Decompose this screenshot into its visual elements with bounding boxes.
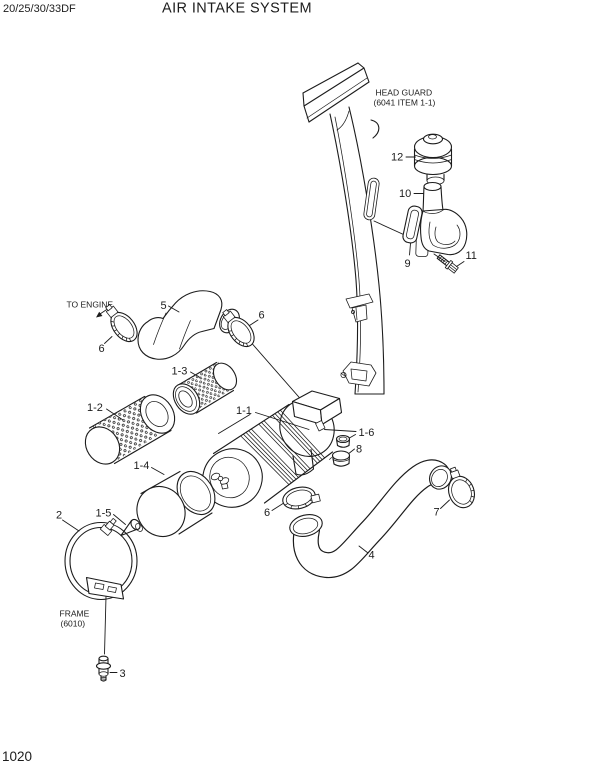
- hose-clamp-6-bottom: [271, 486, 321, 511]
- callout-9: 9: [405, 258, 411, 270]
- leader-line: [456, 261, 465, 267]
- leader-line: [151, 467, 165, 475]
- leader-line: [440, 499, 450, 509]
- leader-line: [62, 519, 80, 532]
- hose-clamp-6-left: [104, 304, 138, 344]
- leader-line: [249, 319, 259, 326]
- mounting-bolt-11: [433, 253, 465, 274]
- callout-10: 10: [399, 188, 411, 200]
- leader-line: [271, 503, 284, 511]
- mount-rubber-8: [329, 448, 355, 467]
- outlet-stub: [292, 448, 315, 475]
- frame-note-line1: FRAME: [60, 609, 90, 619]
- callout-11: 11: [466, 250, 477, 262]
- band-bolt: [99, 517, 117, 536]
- pre-cleaner-12: [405, 133, 453, 185]
- to-engine-label: TO ENGINE: [67, 300, 114, 310]
- leader-line: [255, 412, 310, 430]
- filter-element-inner-1-3: [172, 361, 238, 415]
- callout-8: 8: [356, 444, 362, 456]
- callout-7: 7: [434, 507, 440, 519]
- leader-line: [106, 408, 124, 421]
- head-guard-note-line2: (6041 ITEM 1-1): [374, 98, 436, 108]
- filter-element-outer-1-2: [84, 394, 176, 465]
- callout-6-bottom: 6: [264, 507, 270, 519]
- leader-line: [104, 336, 113, 344]
- callout-1-5: 1-5: [96, 508, 112, 520]
- callout-6-left: 6: [99, 343, 105, 355]
- callout-1-2: 1-2: [87, 402, 103, 414]
- intake-pipe-10: [413, 181, 468, 258]
- callout-4: 4: [369, 550, 375, 562]
- wing-nut: [210, 472, 230, 490]
- callout-2: 2: [56, 510, 62, 522]
- post-bracket-lower: [340, 361, 377, 387]
- band-base: [85, 576, 125, 600]
- dust-cup-1-4: [136, 467, 216, 538]
- callout-1-4: 1-4: [134, 460, 150, 472]
- page-title: AIR INTAKE SYSTEM: [162, 1, 312, 17]
- leader-line: [168, 305, 180, 313]
- dust-plug-1-5: [113, 514, 143, 537]
- valve-port-nub: [315, 420, 326, 432]
- leader-line: [358, 545, 369, 554]
- head-guard-note-line1: HEAD GUARD: [376, 88, 433, 98]
- callout-12: 12: [391, 152, 403, 164]
- model-code: 20/25/30/33DF: [3, 3, 76, 15]
- frame-reference-line: [104, 596, 107, 655]
- post-bracket-upper: [345, 293, 374, 323]
- leader-line: [433, 253, 446, 262]
- frame-note-line2: (6010): [61, 619, 86, 629]
- post-slot: [363, 177, 380, 221]
- to-engine-annotation: [96, 308, 108, 318]
- gasket-9: [402, 205, 423, 256]
- callout-5: 5: [161, 300, 167, 312]
- callout-1-6: 1-6: [359, 427, 375, 439]
- callout-1-1: 1-1: [236, 405, 252, 417]
- leader-line: [409, 243, 411, 256]
- mounting-band-2: [62, 517, 138, 601]
- vacuator-valve-1-6: [324, 429, 357, 448]
- to-engine-arrowhead: [96, 311, 103, 318]
- callout-3: 3: [120, 668, 126, 680]
- leader-line: [324, 429, 357, 432]
- hose-clamp-7: [440, 466, 476, 509]
- intake-hose-4: [289, 459, 452, 579]
- leader-line: [113, 514, 126, 525]
- head-guard-structure: [302, 62, 432, 395]
- to-engine-arrow: [99, 308, 108, 315]
- callout-6-right: 6: [259, 310, 265, 322]
- hose-end-rim: [289, 514, 323, 537]
- frame-bolt-3: [95, 596, 118, 682]
- callout-1-3: 1-3: [172, 366, 188, 378]
- hose-clamp-6-right: [222, 309, 334, 437]
- leader-line: [190, 371, 201, 378]
- post-tab: [370, 119, 380, 139]
- body-rib-bands: [240, 409, 326, 485]
- page-number: 1020: [2, 749, 32, 764]
- leader-line: [218, 414, 251, 434]
